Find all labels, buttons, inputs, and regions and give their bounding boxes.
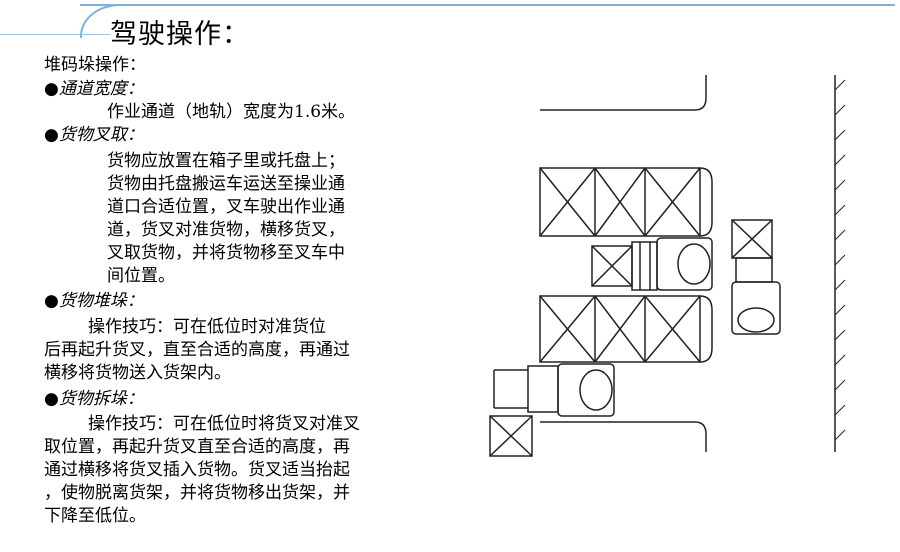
forklift-body (731, 281, 781, 335)
header-rule-left (0, 34, 110, 35)
forklift-mast (527, 365, 559, 413)
header-rule (80, 4, 895, 6)
aisle-wall-top (540, 75, 707, 111)
forklift-seat (737, 307, 775, 333)
aisle-wall-bottom (540, 421, 707, 452)
section-unstacking-line: 取位置，再起升货叉直至合适的高度，再 (44, 437, 350, 457)
section-pickup-line: 货物由托盘搬运车运送至操业通 (107, 174, 345, 194)
forklift-body (557, 363, 615, 417)
section-unstacking-line: ，使物脱离货架，并将货物移出货架，并 (44, 483, 350, 503)
warehouse-forklift-diagram (489, 75, 846, 457)
section-stacking-line: 操作技巧：可在低位时对准货位 (88, 317, 326, 337)
section-pickup-line: 道，货叉对准货物，横移货叉， (107, 220, 345, 240)
section-stacking-line: 后再起升货叉，直至合适的高度，再通过 (44, 340, 350, 360)
section-stacking-line: 横移将货物送入货架内。 (44, 363, 231, 383)
forklift-seat (677, 243, 711, 285)
subtitle: 堆码垛操作： (44, 55, 146, 75)
section-unstacking-line: 通过横移将货叉插入货物。货叉适当抬起 (44, 460, 350, 480)
forklift-mast (735, 257, 773, 283)
forklift-body (656, 237, 713, 291)
section-pickup-line: 道口合适位置，叉车驶出作业通 (107, 197, 345, 217)
section-unstacking-heading: ●货物拆垛： (44, 389, 144, 409)
section-aisle-width-heading: ●通道宽度： (44, 79, 144, 99)
section-pickup-line: 间位置。 (107, 266, 175, 286)
section-pickup-line: 叉取货物，并将货物移至叉车中 (107, 243, 345, 263)
rack-upper (539, 167, 701, 237)
forklift-seat (579, 369, 613, 411)
section-unstacking-line: 下降至低位。 (44, 506, 146, 526)
rack-lower (539, 295, 701, 363)
page-title: 驾驶操作： (110, 19, 250, 50)
section-pickup-line: 货物应放置在箱子里或托盘上； (107, 151, 345, 171)
section-aisle-width-line: 作业通道（地轨）宽度为1.6米。 (107, 102, 356, 122)
section-unstacking-line: 操作技巧：可在低位时将货叉对准叉 (88, 414, 360, 434)
cargo-box (489, 415, 533, 457)
wall-hatching (834, 79, 846, 441)
section-stacking-heading: ●货物堆垛： (44, 291, 144, 311)
section-pickup-heading: ●货物叉取： (44, 125, 144, 145)
forklift-mast (631, 241, 658, 291)
